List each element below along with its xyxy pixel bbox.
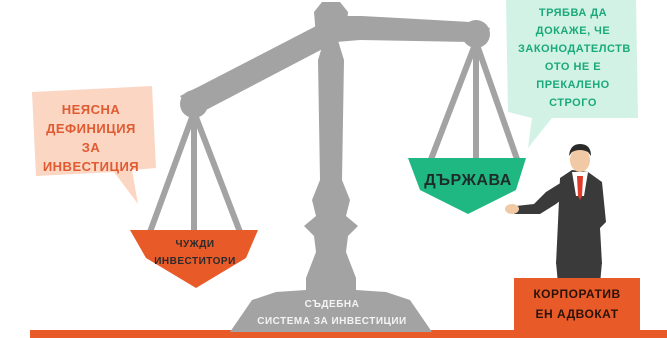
lawyer-box	[514, 278, 640, 332]
left-beam-end	[180, 90, 208, 118]
right-beam-end	[462, 20, 490, 48]
right-pan-strings	[427, 39, 521, 165]
ground-line	[30, 330, 667, 338]
scale-column	[304, 34, 358, 278]
left-pan-strings	[147, 109, 243, 235]
right-pan	[408, 158, 526, 214]
right-pan-label: ДЪРЖАВА	[424, 172, 512, 189]
right-bubble-text: ТРЯБВА ДА ДОКАЖЕ, ЧЕ ЗАКОНОДАТЕЛСТВ ОТО …	[518, 7, 631, 109]
left-bubble-text: НЕЯСНА ДЕФИНИЦИЯ ЗА ИНВЕСТИЦИЯ	[42, 102, 140, 174]
left-speech-bubble	[32, 86, 156, 204]
left-pan-label: ЧУЖДИ ИНВЕСТИТОРИ	[154, 239, 236, 267]
lawyer-box-label: КОРПОРАТИВ ЕН АДВОКАТ	[533, 287, 621, 321]
scale-beam	[180, 16, 490, 116]
right-speech-bubble	[506, 0, 638, 148]
left-pan	[130, 230, 258, 288]
scale-base-label: СЪДЕБНА СИСТЕМА ЗА ИНВЕСТИЦИИ	[257, 299, 407, 327]
scale-base	[230, 270, 432, 332]
